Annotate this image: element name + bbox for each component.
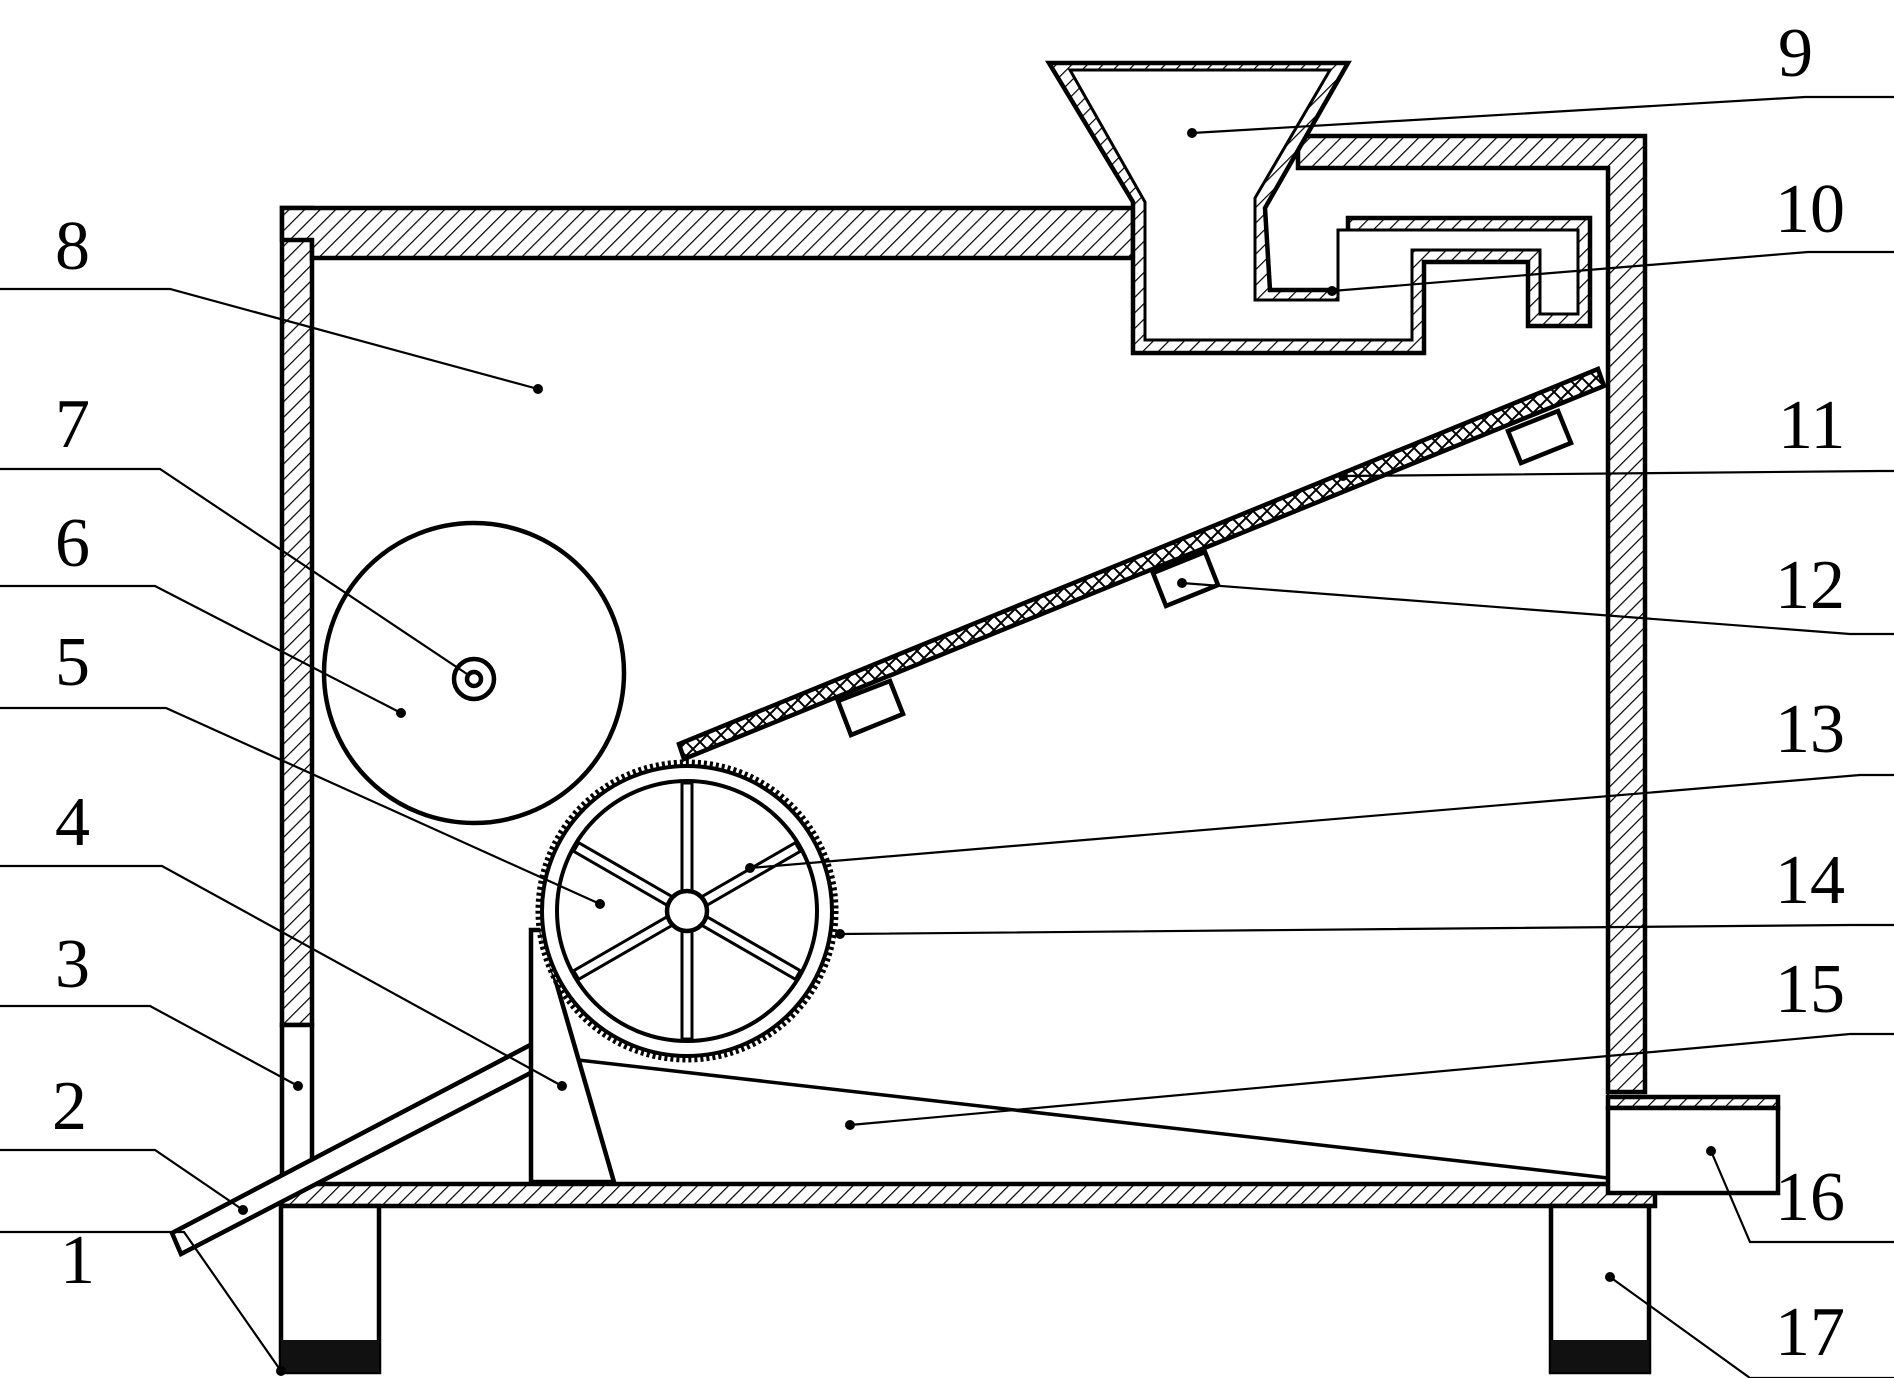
rotor-hub [664, 888, 710, 934]
leader-14 [839, 923, 1894, 936]
label-10: 10 [1775, 171, 1845, 248]
leader-7 [0, 467, 471, 677]
rotor-wheel [535, 759, 839, 1063]
leader-13 [749, 773, 1894, 870]
label-8: 8 [55, 208, 90, 285]
leader-8 [0, 287, 539, 391]
label-13: 13 [1775, 691, 1845, 768]
housing-frame [279, 133, 1781, 1209]
label-1: 1 [60, 1222, 95, 1299]
outlet-pipe [1605, 1105, 1781, 1196]
leader-1 [0, 1230, 282, 1372]
vibrator-block [835, 678, 906, 738]
bottom-plate [279, 1181, 1658, 1209]
leader-4 [0, 864, 563, 1087]
top-wall-left [279, 205, 1136, 261]
label-7: 7 [55, 386, 90, 463]
lower-left-wall [279, 1022, 315, 1186]
label-15: 15 [1775, 951, 1845, 1028]
right-foot [1548, 1203, 1652, 1375]
anchor-dots [238, 128, 1716, 1376]
label-14: 14 [1775, 842, 1845, 919]
label-4: 4 [55, 784, 90, 861]
label-2: 2 [52, 1068, 87, 1145]
vibrator-block [1505, 408, 1574, 466]
left-wall-upper [279, 205, 315, 1028]
leader-12 [1181, 581, 1894, 636]
feed-hopper [1045, 60, 1593, 356]
label-16: 16 [1775, 1159, 1845, 1236]
collection-slope [577, 1058, 1609, 1180]
leader-17 [1609, 1276, 1894, 1378]
leader-15 [849, 1032, 1894, 1127]
label-12: 12 [1775, 547, 1845, 624]
label-6: 6 [55, 505, 90, 582]
leader-9 [1191, 95, 1894, 135]
label-11: 11 [1778, 387, 1845, 464]
leader-2 [0, 1148, 244, 1211]
leader-11 [1342, 469, 1894, 478]
label-3: 3 [55, 926, 90, 1003]
label-9: 9 [1778, 15, 1813, 92]
housing-inner-outline [312, 168, 1610, 1184]
leader-16 [1709, 1150, 1894, 1244]
leader-5 [0, 706, 601, 906]
leader-6 [0, 584, 402, 714]
leader-lines [0, 95, 1894, 1378]
leader-10 [1331, 250, 1894, 293]
part-labels: 1 2 3 4 5 6 7 8 9 10 11 12 13 14 15 16 1… [52, 15, 1845, 1371]
label-17: 17 [1775, 1294, 1845, 1371]
leader-3 [0, 1004, 299, 1087]
inclined-screen [676, 366, 1607, 762]
label-5: 5 [55, 624, 90, 701]
left-foot [278, 1203, 382, 1375]
disc-axle [451, 656, 497, 702]
